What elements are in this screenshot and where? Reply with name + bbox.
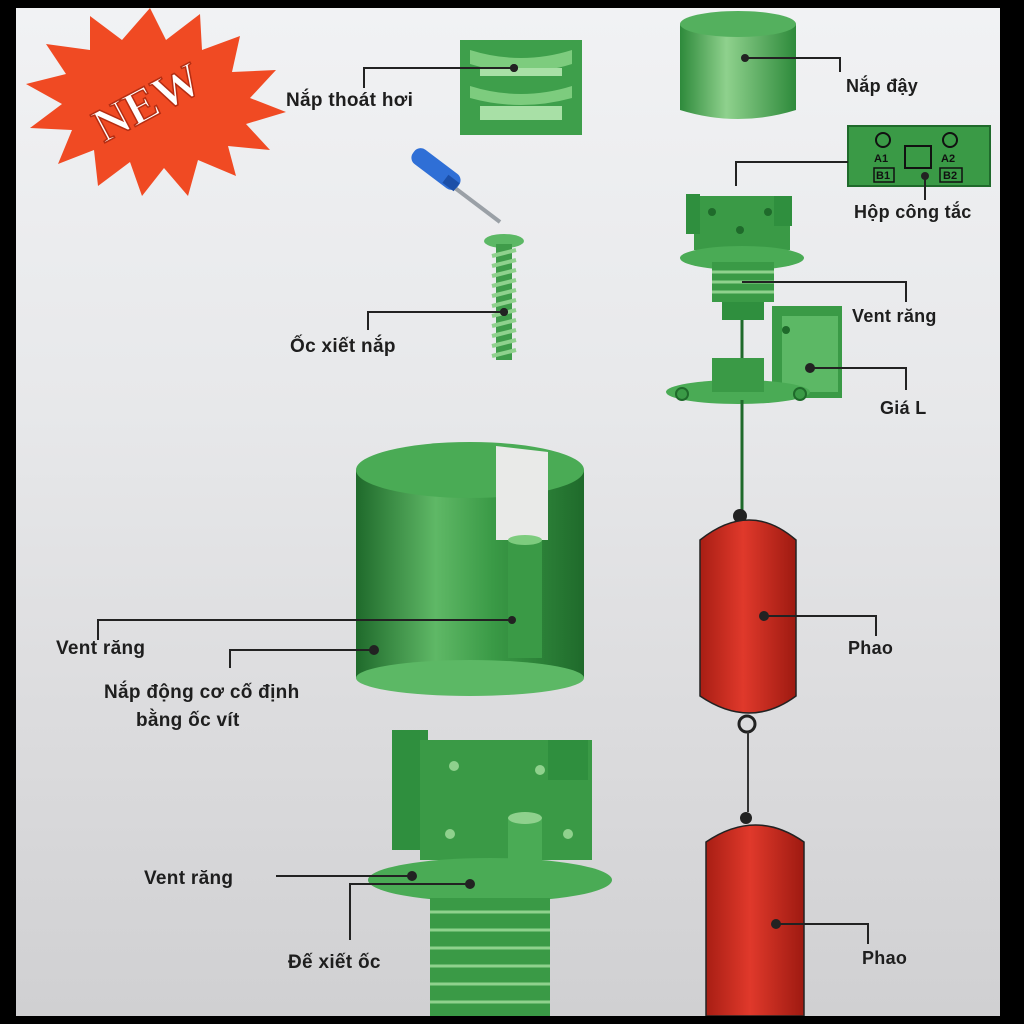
label-float-upper: Phao bbox=[848, 638, 893, 659]
screwdriver-icon bbox=[408, 145, 500, 222]
label-l-bracket: Giá L bbox=[880, 398, 927, 419]
switch-box-part: A1 A2 B1 B2 bbox=[848, 126, 990, 186]
vent-cap-part bbox=[460, 40, 582, 135]
diagram-canvas: NEW A1 A2 B1 B2 bbox=[16, 8, 1000, 1016]
label-gear-vent-bottom: Vent răng bbox=[144, 868, 233, 890]
label-screw-base: Đế xiết ốc bbox=[288, 952, 381, 974]
label-float-lower: Phao bbox=[862, 948, 907, 969]
terminal-b1: B1 bbox=[876, 170, 890, 182]
new-badge: NEW bbox=[26, 8, 286, 196]
float-upper-part bbox=[700, 509, 796, 732]
l-bracket-part bbox=[666, 306, 842, 404]
terminal-a1: A1 bbox=[874, 153, 888, 165]
cap-screw-part bbox=[484, 234, 524, 360]
label-cap-screw: Ốc xiết nắp bbox=[290, 336, 396, 358]
label-switch-box: Hộp công tắc bbox=[854, 202, 972, 223]
terminal-a2: A2 bbox=[941, 153, 955, 165]
label-cover: Nắp đậy bbox=[846, 76, 918, 97]
label-vent-cap: Nắp thoát hơi bbox=[286, 90, 413, 112]
label-gear-vent-mid: Vent răng bbox=[56, 638, 145, 660]
label-gear-vent-top: Vent răng bbox=[852, 306, 937, 327]
float-lower-part bbox=[706, 812, 804, 1016]
gear-vent-top-part bbox=[680, 194, 804, 320]
label-motor-cover-line2: bằng ốc vít bbox=[136, 710, 240, 732]
terminal-b2: B2 bbox=[943, 170, 957, 182]
motor-cover-part bbox=[356, 442, 584, 696]
label-motor-cover-line1: Nắp động cơ cố định bbox=[104, 682, 299, 704]
cover-part bbox=[680, 11, 796, 119]
bottom-assembly-part bbox=[368, 730, 612, 1016]
